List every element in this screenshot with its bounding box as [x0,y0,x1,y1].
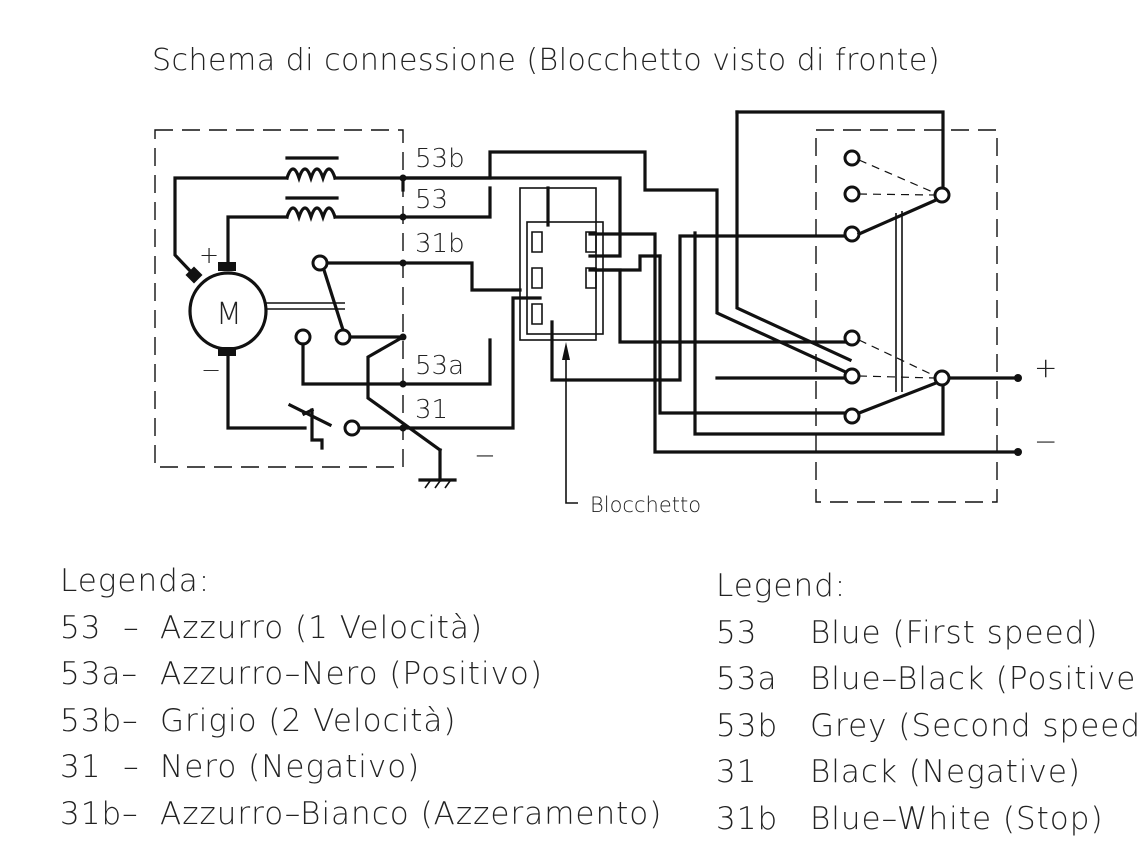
terminal-label-53a: 53a [415,351,464,381]
legend-row: 53a–Azzurro–Nero (Positivo) [60,656,543,692]
coil-53b [284,156,339,184]
ground-minus-sign: − [474,441,496,471]
legend-heading: Legenda: [60,563,211,599]
motor-minus-sign: − [201,356,221,384]
terminal-label-53b: 53b [415,144,465,174]
terminal-label-53: 53 [415,185,448,215]
supply-minus-sign: − [1034,425,1057,458]
supply-plus-sign: + [1034,351,1057,384]
terminal-label-31: 31 [415,395,448,425]
switch-box [815,129,998,503]
motor-label: M [216,297,242,332]
legend-row: 53 –Azzurro (1 Velocità) [60,609,484,646]
diagram-title: Schema di connessione (Blocchetto visto … [152,43,940,78]
terminal-label-31b: 31b [415,229,465,259]
motor-plus-sign: + [199,241,219,269]
legend-row: 53b–Grigio (2 Velocità) [60,702,457,739]
ground-symbol [418,448,457,489]
legend-row: 31 –Nero (Negativo) [60,749,421,785]
coil-53 [284,196,339,223]
motor: M + − [185,241,268,384]
legend-row: 31b–Azzurro–Bianco (Azzeramento) [60,795,663,832]
legend-italian: Legenda: 53 –Azzurro (1 Velocità) 53a–Az… [60,558,662,837]
connector-block [519,187,604,341]
legend-heading: Legend: [716,568,847,604]
motor-box [154,129,404,468]
blocchetto-label: Blocchetto [590,493,701,517]
